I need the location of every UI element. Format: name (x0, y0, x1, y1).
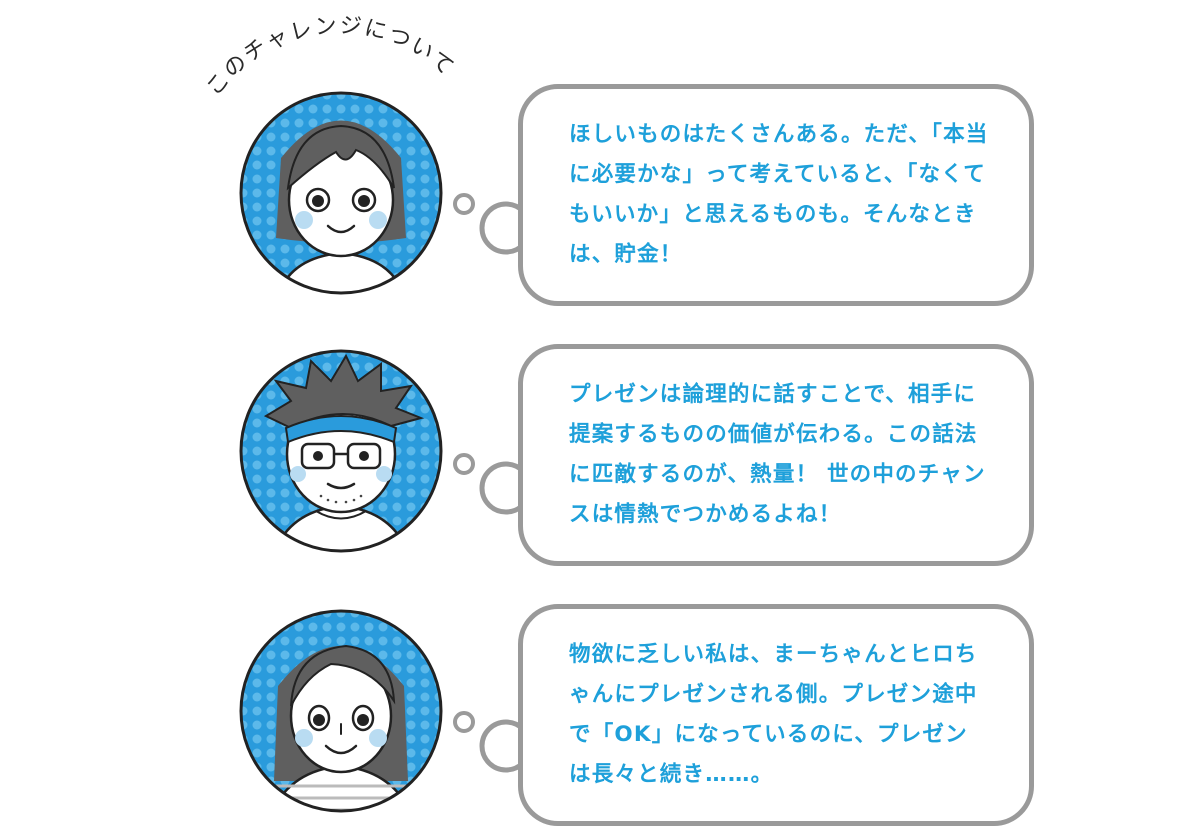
avatar-woman-short-hair (239, 91, 443, 295)
speech-bubble-2: プレゼンは論理的に話すことで、相手に提案するものの価値が伝わる。この話法に匹敵す… (518, 344, 1034, 566)
avatar-woman-long-hair (239, 609, 443, 813)
comment-text-3: 物欲に乏しい私は、まーちゃんとヒロちゃんにプレゼンされる側。プレゼン途中で「OK… (569, 642, 978, 787)
avatar-man-glasses (239, 349, 443, 553)
comment-text-2: プレゼンは論理的に話すことで、相手に提案するものの価値が伝わる。この話法に匹敵す… (569, 382, 986, 527)
speech-bubble-1: ほしいものはたくさんある。ただ、「本当に必要かな」って考えていると、「なくてもい… (518, 84, 1034, 306)
section-title: このチャレンジについて (202, 13, 458, 100)
thought-dots (453, 193, 532, 255)
speech-bubble-3: 物欲に乏しい私は、まーちゃんとヒロちゃんにプレゼンされる側。プレゼン途中で「OK… (518, 604, 1034, 826)
comment-text-1: ほしいものはたくさんある。ただ、「本当に必要かな」って考えていると、「なくてもい… (569, 122, 989, 267)
